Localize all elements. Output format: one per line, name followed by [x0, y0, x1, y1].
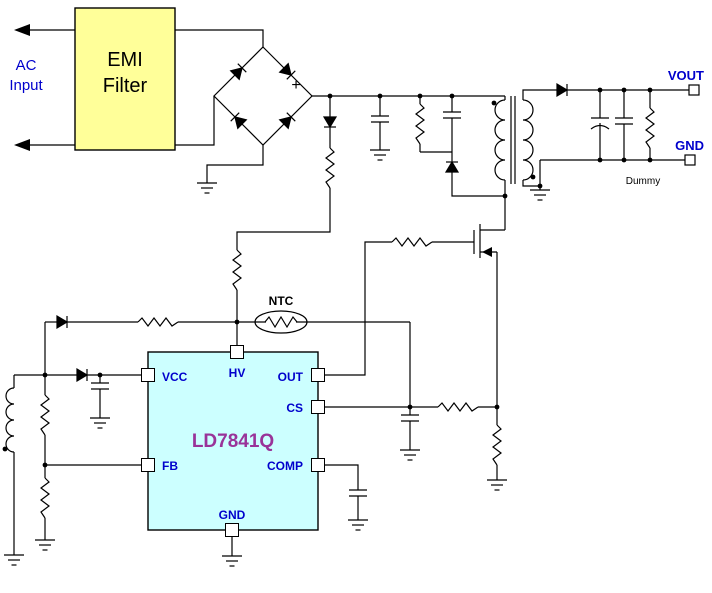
bridge-rectifier: [213, 46, 313, 146]
pin-hv: [230, 345, 244, 359]
ground-icon: [399, 449, 421, 461]
pin-label-out: OUT: [278, 370, 304, 384]
ground-icon: [529, 189, 551, 201]
aux-winding: [2, 387, 15, 453]
pin-label-hv: HV: [229, 366, 246, 380]
ground-icon: [196, 182, 218, 194]
dummy-load-resistor: [645, 107, 655, 149]
feed-resistor: [137, 317, 179, 327]
ic-ld7841q: [141, 345, 325, 537]
junction-dots: [42, 87, 653, 468]
pin-out: [311, 368, 325, 382]
ntc-thermistor: [254, 310, 308, 334]
polarity-dot: [491, 100, 497, 106]
source-arrow-icon: [482, 247, 492, 257]
pin-label-gnd: GND: [219, 508, 246, 522]
snubber-capacitor: [442, 103, 462, 127]
pin-fb: [141, 458, 155, 472]
output-diode: [556, 83, 568, 97]
snubber-diode: [445, 161, 459, 173]
fb-divider-resistor-2: [40, 477, 50, 519]
output-capacitor-1: [590, 109, 610, 133]
primary-winding: [494, 99, 506, 181]
dummy-load-label: Dummy: [626, 176, 660, 187]
snubber-resistor: [415, 103, 425, 145]
startup-diode: [323, 116, 337, 128]
ground-icon: [34, 539, 56, 551]
fb-divider-resistor-1: [40, 394, 50, 436]
secondary-winding: [522, 99, 534, 181]
transformer: [491, 96, 536, 184]
bridge-plus-label: +: [291, 77, 300, 94]
mosfet: [473, 224, 505, 258]
ground-icon: [347, 519, 369, 531]
ground-icon: [221, 555, 243, 567]
feed-diode: [56, 315, 68, 329]
ground-icon: [369, 149, 391, 161]
pin-label-cs: CS: [286, 401, 303, 415]
startup-resistor-1: [325, 147, 335, 189]
cs-filter-capacitor: [400, 406, 420, 430]
startup-resistor-2: [232, 249, 242, 291]
ac-input-label-line2: Input: [9, 77, 43, 94]
comp-capacitor: [348, 481, 368, 505]
gate-resistor: [391, 237, 433, 247]
pin-label-vcc: VCC: [162, 370, 188, 384]
ground-icon: [89, 417, 111, 429]
pin-label-fb: FB: [162, 459, 178, 473]
vout-label: VOUT: [668, 68, 704, 83]
ground-icon: [486, 479, 508, 491]
vout-terminal: [688, 84, 700, 96]
ic-body: [147, 351, 319, 531]
pin-label-comp: COMP: [267, 459, 303, 473]
bulk-capacitor: [370, 107, 390, 131]
current-sense-resistor: [492, 424, 502, 466]
vcc-diode: [76, 368, 88, 382]
polarity-dot: [530, 174, 536, 180]
ac-input-label-line1: AC: [16, 57, 37, 74]
emi-filter-box: [74, 7, 176, 151]
emi-filter-body: [74, 7, 176, 151]
cs-resistor: [437, 402, 479, 412]
gnd-output-label: GND: [675, 138, 704, 153]
vcc-capacitor: [90, 374, 110, 398]
output-capacitor-2: [614, 109, 634, 133]
gnd-terminal: [684, 154, 696, 166]
arrow-left-icon: [14, 24, 30, 36]
polarity-dot: [2, 446, 8, 452]
pin-gnd: [225, 523, 239, 537]
arrow-left-icon: [14, 139, 30, 151]
ac-input-arrows: [14, 24, 30, 151]
ntc-label: NTC: [269, 294, 294, 308]
pin-comp: [311, 458, 325, 472]
ic-part-number: LD7841Q: [192, 431, 274, 452]
emi-filter-label-line1: EMI: [107, 49, 143, 71]
ground-icon: [3, 554, 25, 566]
pin-cs: [311, 400, 325, 414]
wires: [13, 29, 689, 556]
emi-filter-label-line2: Filter: [103, 75, 148, 97]
pin-vcc: [141, 368, 155, 382]
